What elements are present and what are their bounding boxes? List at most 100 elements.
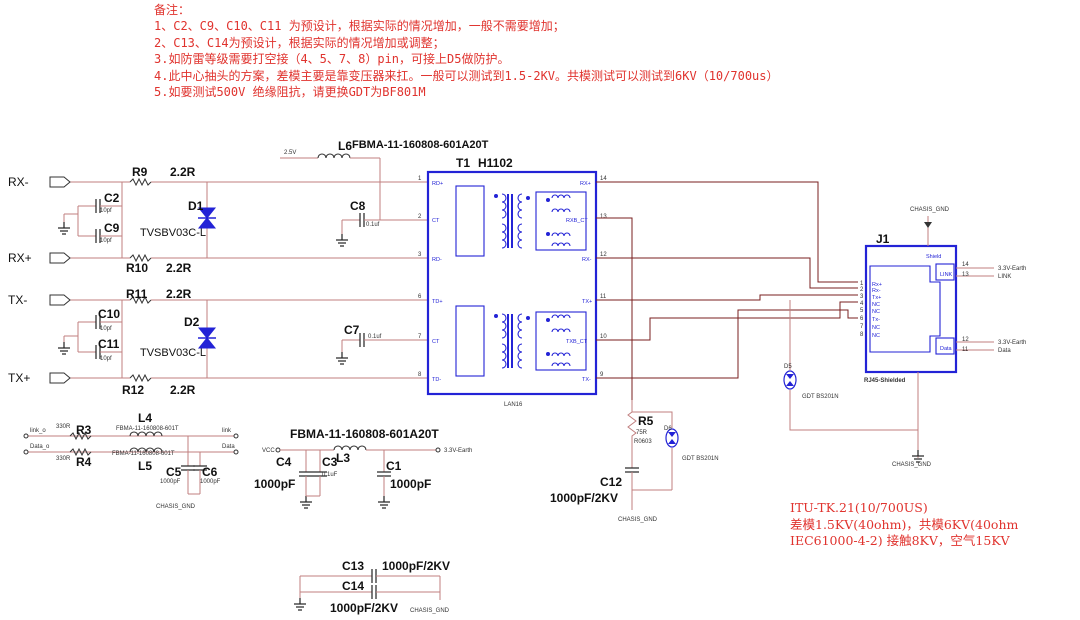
svg-text:J1: J1 [876, 232, 890, 246]
svg-text:11: 11 [962, 347, 969, 353]
spec-line-2: 差模1.5KV(40ohm)，共模6KV(40ohm [790, 516, 1019, 532]
svg-text:0.1uF: 0.1uF [322, 472, 338, 478]
svg-text:Data: Data [940, 346, 953, 352]
svg-text:CHASIS_GND: CHASIS_GND [156, 504, 196, 510]
svg-text:NC: NC [872, 333, 880, 339]
resistor-r11: R11 2.2R [126, 287, 192, 304]
svg-text:TX+: TX+ [8, 371, 30, 385]
gdt-d6: D6 GDT BS201N [632, 411, 719, 491]
t1-left-pins: RD+ CT RD- TD+ CT TD- 1 2 3 6 7 8 [418, 176, 443, 383]
svg-text:C10: C10 [98, 307, 120, 321]
svg-text:12: 12 [962, 337, 969, 343]
capacitor-c12: C12 1000pF/2KV CHASIS_GND [550, 467, 658, 523]
svg-text:C5: C5 [166, 465, 182, 479]
svg-text:1000pF: 1000pF [390, 477, 431, 491]
svg-text:2.2R: 2.2R [170, 383, 196, 397]
svg-text:5: 5 [860, 308, 864, 314]
svg-text:4: 4 [860, 301, 864, 307]
svg-text:2: 2 [860, 287, 864, 293]
svg-text:LINK: LINK [998, 274, 1011, 280]
svg-text:C2: C2 [104, 191, 120, 205]
capacitor-c8: C80.1uf [335, 199, 428, 247]
svg-text:C3: C3 [322, 455, 338, 469]
resistor-r12: R12 2.2R [122, 374, 196, 397]
svg-text:CT: CT [432, 218, 440, 224]
svg-text:Data: Data [222, 444, 235, 450]
rx-tx-lines [70, 181, 428, 379]
svg-text:RXB_CT: RXB_CT [566, 218, 588, 224]
svg-text:RJ45-Shielded: RJ45-Shielded [864, 378, 906, 384]
svg-text:R10: R10 [126, 261, 148, 275]
svg-text:1000pF: 1000pF [160, 479, 181, 485]
svg-text:1000pF/2KV: 1000pF/2KV [382, 559, 450, 573]
svg-text:FBMA-11-160808-601T: FBMA-11-160808-601T [116, 426, 179, 432]
svg-text:330R: 330R [56, 424, 71, 430]
svg-text:11: 11 [600, 294, 607, 300]
svg-text:RX+: RX+ [580, 181, 591, 187]
led-filter-section: link_o Data_o link Data 330R R3 330R R4 … [23, 411, 239, 510]
svg-text:1: 1 [418, 176, 422, 182]
svg-text:H1102: H1102 [478, 156, 513, 170]
svg-text:D2: D2 [184, 315, 200, 329]
port-tx-plus: TX+ [8, 371, 71, 385]
svg-text:TD-: TD- [432, 377, 441, 383]
svg-text:13: 13 [600, 214, 607, 220]
svg-text:R9: R9 [132, 165, 148, 179]
svg-text:1: 1 [860, 281, 864, 287]
svg-text:3: 3 [860, 294, 864, 300]
svg-text:C4: C4 [276, 455, 292, 469]
svg-text:RX-: RX- [582, 257, 592, 263]
t1-right-pins: RX+ RXB_CT RX- TX+ TXB_CT TX- 14 13 12 1… [566, 176, 607, 383]
svg-text:RD-: RD- [432, 257, 442, 263]
svg-text:Tx+: Tx+ [872, 295, 881, 301]
svg-text:8: 8 [418, 372, 422, 378]
svg-text:C6: C6 [202, 465, 218, 479]
surge-spec-notes: ITU-TK.21(10/700US)差模1.5KV(40ohm)，共模6KV(… [790, 500, 1018, 550]
svg-text:C14: C14 [342, 579, 364, 593]
svg-text:2.5V: 2.5V [284, 150, 296, 156]
svg-text:3.3V-Earth: 3.3V-Earth [998, 340, 1026, 346]
svg-text:L6: L6 [338, 139, 352, 153]
svg-text:Data: Data [998, 348, 1011, 354]
svg-text:C1: C1 [386, 459, 402, 473]
svg-text:R12: R12 [122, 383, 144, 397]
svg-text:75R: 75R [636, 430, 648, 436]
svg-text:NC: NC [872, 325, 880, 331]
svg-text:R11: R11 [126, 287, 148, 301]
svg-text:0.1uf: 0.1uf [368, 334, 382, 340]
svg-text:CHASIS_GND: CHASIS_GND [410, 608, 450, 614]
svg-text:1000pF/2KV: 1000pF/2KV [330, 601, 398, 615]
svg-text:L4: L4 [138, 411, 152, 425]
spec-line-1: ITU-TK.21(10/700US) [790, 500, 928, 515]
svg-text:10pf: 10pf [100, 326, 112, 332]
svg-text:3.3V-Earth: 3.3V-Earth [998, 266, 1026, 272]
svg-text:2.2R: 2.2R [166, 261, 192, 275]
svg-text:0.1uf: 0.1uf [366, 222, 380, 228]
svg-text:10pf: 10pf [100, 208, 112, 214]
svg-text:VCC: VCC [262, 448, 275, 454]
svg-text:2: 2 [418, 214, 422, 220]
svg-text:Rx-: Rx- [872, 288, 881, 294]
design-notes: 备注：1、C2、C9、C10、C11 为预设计，根据实际的情况增加，一般不需要增… [154, 2, 779, 100]
svg-text:6: 6 [860, 316, 864, 322]
svg-text:12: 12 [600, 252, 607, 258]
svg-text:7: 7 [418, 334, 422, 340]
svg-text:Shield: Shield [926, 254, 941, 260]
svg-text:R5: R5 [638, 414, 654, 428]
svg-text:10pf: 10pf [100, 356, 112, 362]
port-tx-minus: TX- [8, 293, 71, 307]
svg-text:3.3V-Earth: 3.3V-Earth [444, 448, 472, 454]
svg-text:RD+: RD+ [432, 181, 443, 187]
svg-text:1000pF: 1000pF [254, 477, 295, 491]
svg-text:TX+: TX+ [582, 299, 592, 305]
svg-text:TX-: TX- [8, 293, 27, 307]
resistor-r5: R5 75R R0603 [627, 400, 654, 468]
svg-text:LINK: LINK [940, 272, 953, 278]
svg-text:10: 10 [600, 334, 607, 340]
svg-text:D6: D6 [664, 426, 672, 432]
svg-text:2.2R: 2.2R [166, 287, 192, 301]
svg-text:CHASIS_GND: CHASIS_GND [892, 462, 932, 468]
